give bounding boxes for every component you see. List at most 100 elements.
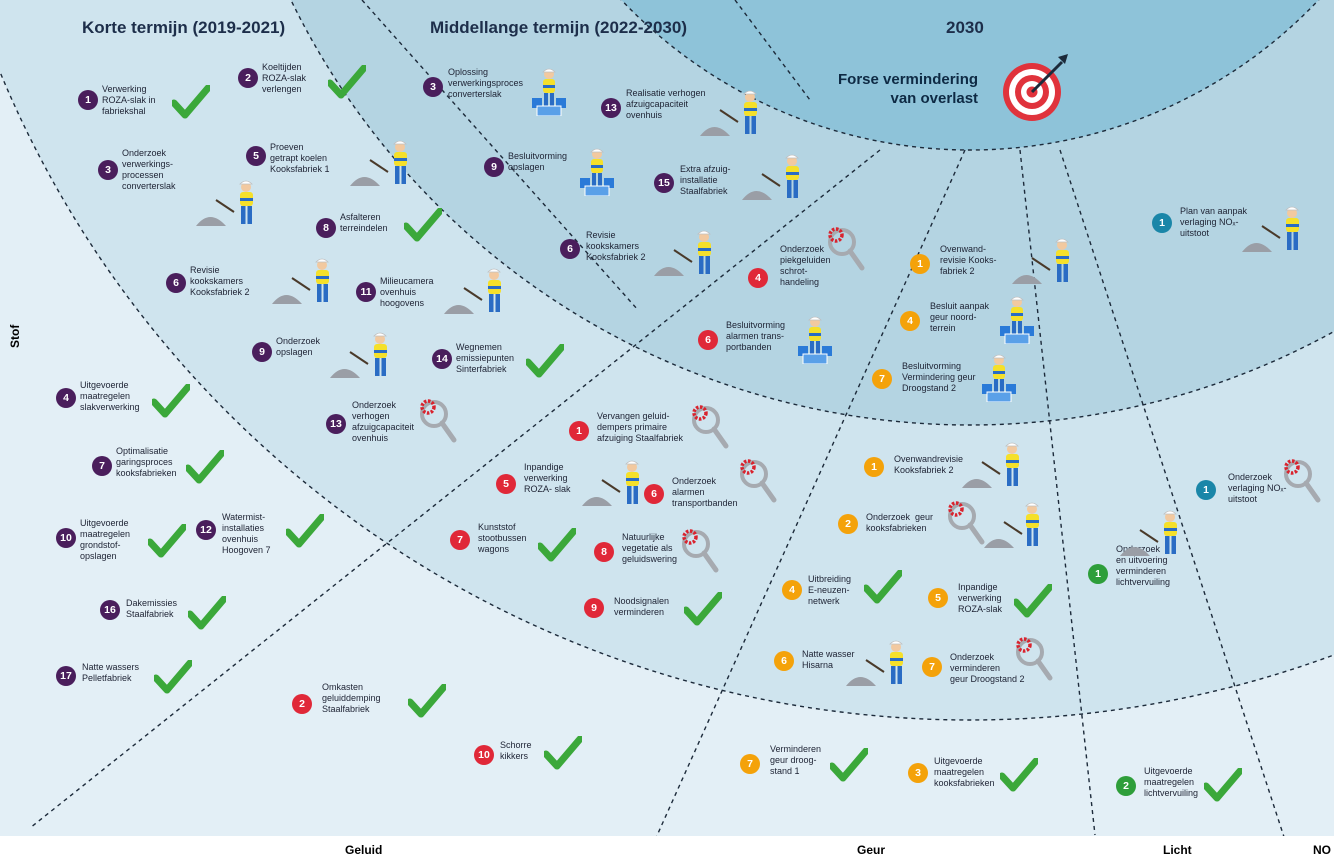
decision-icon xyxy=(798,316,832,364)
item-number-badge: 7 xyxy=(92,456,112,476)
item-number-badge: 1 xyxy=(1196,480,1216,500)
item-label: Onderzoek verhogen afzuigcapaciteit oven… xyxy=(352,400,415,443)
goal-text: Forse vermindering van overlast xyxy=(838,70,978,108)
item-label: Milieucamera ovenhuis hoogovens xyxy=(380,276,434,308)
item-label: Watermist- installaties ovenhuis Hoogove… xyxy=(222,512,271,555)
item-number-badge: 2 xyxy=(238,68,258,88)
item-number-badge: 4 xyxy=(748,268,768,288)
item-number-badge: 7 xyxy=(450,530,470,550)
item-label: Ovenwand- revisie Kooks- fabriek 2 xyxy=(940,244,997,276)
item-number-badge: 9 xyxy=(484,157,504,177)
item-label: Koeltijden ROZA-slak verlengen xyxy=(262,62,307,94)
checkmark-icon xyxy=(864,570,902,604)
item-number-badge: 12 xyxy=(196,520,216,540)
magnifier-gear-icon xyxy=(828,227,865,271)
item-label: Uitgevoerde maatregelen slakverwerking xyxy=(80,380,140,412)
item-label: Verwerking ROZA-slak in fabriekshal xyxy=(102,84,156,116)
item-label: Realisatie verhogen afzuigcapaciteit ove… xyxy=(626,88,706,120)
magnifier-gear-icon xyxy=(1016,637,1053,681)
checkmark-icon xyxy=(286,514,324,548)
item-label: Optimalisatie garingsproces kooksfabriek… xyxy=(116,446,177,478)
item-number-badge: 4 xyxy=(900,311,920,331)
item-label: Kunststof stootbussen wagons xyxy=(478,522,527,554)
item-label: Verminderen geur droog- stand 1 xyxy=(770,744,822,776)
worker-icon xyxy=(700,90,757,136)
item-label: Wegnemen emissiepunten Sinterfabriek xyxy=(456,342,515,374)
item-number-badge: 3 xyxy=(98,160,118,180)
item-number-badge: 10 xyxy=(56,528,76,548)
item-number-badge: 3 xyxy=(423,77,443,97)
header-year: 2030 xyxy=(946,18,984,37)
item-label: Asfalteren terreindelen xyxy=(340,212,388,233)
item-number-badge: 6 xyxy=(166,273,186,293)
item-label: Natte wassers Pelletfabriek xyxy=(82,662,140,683)
axis-label-nox: NO xyxy=(1313,843,1331,857)
item-label: Natte wasser Hisarna xyxy=(802,649,855,670)
item-number-badge: 7 xyxy=(740,754,760,774)
target-icon xyxy=(1003,54,1068,121)
item-number-badge: 5 xyxy=(246,146,266,166)
item-label: Onderzoek verlaging NOₓ- uitstoot xyxy=(1228,472,1287,504)
decision-icon xyxy=(532,68,566,116)
item-number-badge: 10 xyxy=(474,745,494,765)
item-number-badge: 6 xyxy=(698,330,718,350)
checkmark-icon xyxy=(538,528,576,562)
item-label: Inpandige verwerking ROZA-slak xyxy=(958,582,1003,614)
worker-icon xyxy=(846,640,903,686)
checkmark-icon xyxy=(186,450,224,484)
item-number-badge: 5 xyxy=(928,588,948,608)
header-mid-term: Middellange termijn (2022-2030) xyxy=(430,18,687,37)
item-label: Onderzoek alarmen transportbanden xyxy=(672,476,738,508)
item-number-badge: 15 xyxy=(654,173,674,193)
item-number-badge: 6 xyxy=(644,484,664,504)
worker-icon xyxy=(196,180,253,226)
item-number-badge: 1 xyxy=(1088,564,1108,584)
item-number-badge: 13 xyxy=(326,414,346,434)
item-number-badge: 6 xyxy=(774,651,794,671)
checkmark-icon xyxy=(544,736,582,770)
checkmark-icon xyxy=(148,524,186,558)
item-label: Revisie kookskamers Kooksfabriek 2 xyxy=(190,265,250,297)
worker-icon xyxy=(1012,238,1069,284)
item-number-badge: 16 xyxy=(100,600,120,620)
checkmark-icon xyxy=(172,85,210,119)
checkmark-icon xyxy=(1014,584,1052,618)
item-label: Onderzoek geur kooksfabrieken xyxy=(866,512,934,533)
item-number-badge: 11 xyxy=(356,282,376,302)
item-label: Oplossing verwerkingsproces convertersla… xyxy=(448,67,524,99)
item-number-badge: 1 xyxy=(864,457,884,477)
item-number-badge: 14 xyxy=(432,349,452,369)
item-number-badge: 1 xyxy=(78,90,98,110)
item-label: Vervangen geluid- dempers primaire afzui… xyxy=(597,411,684,443)
worker-icon xyxy=(350,140,407,186)
axis-label-geluid: Geluid xyxy=(345,843,383,857)
item-number-badge: 4 xyxy=(782,580,802,600)
axis-label-licht: Licht xyxy=(1163,843,1192,857)
item-label: Noodsignalen verminderen xyxy=(614,596,670,617)
worker-icon xyxy=(1120,510,1177,556)
item-label: Inpandige verwerking ROZA- slak xyxy=(524,462,571,494)
item-number-badge: 1 xyxy=(910,254,930,274)
item-label: Besluit aanpak geur noord- terrein xyxy=(930,301,990,333)
item-label: Omkasten geluiddemping Staalfabriek xyxy=(322,682,381,714)
axis-label-stof: Stof xyxy=(8,324,22,348)
item-number-badge: 5 xyxy=(496,474,516,494)
item-number-badge: 9 xyxy=(252,342,272,362)
checkmark-icon xyxy=(188,596,226,630)
item-number-badge: 1 xyxy=(569,421,589,441)
checkmark-icon xyxy=(328,65,366,99)
worker-icon xyxy=(582,460,639,506)
item-number-badge: 2 xyxy=(838,514,858,534)
item-number-badge: 17 xyxy=(56,666,76,686)
item-number-badge: 3 xyxy=(908,763,928,783)
item-number-badge: 2 xyxy=(292,694,312,714)
item-number-badge: 8 xyxy=(594,542,614,562)
decision-icon xyxy=(982,354,1016,402)
checkmark-icon xyxy=(1204,768,1242,802)
item-label: Uitbreiding E-neuzen- netwerk xyxy=(808,574,852,606)
item-number-badge: 9 xyxy=(584,598,604,618)
worker-icon xyxy=(962,442,1019,488)
item-number-badge: 7 xyxy=(872,369,892,389)
magnifier-gear-icon xyxy=(420,399,457,443)
